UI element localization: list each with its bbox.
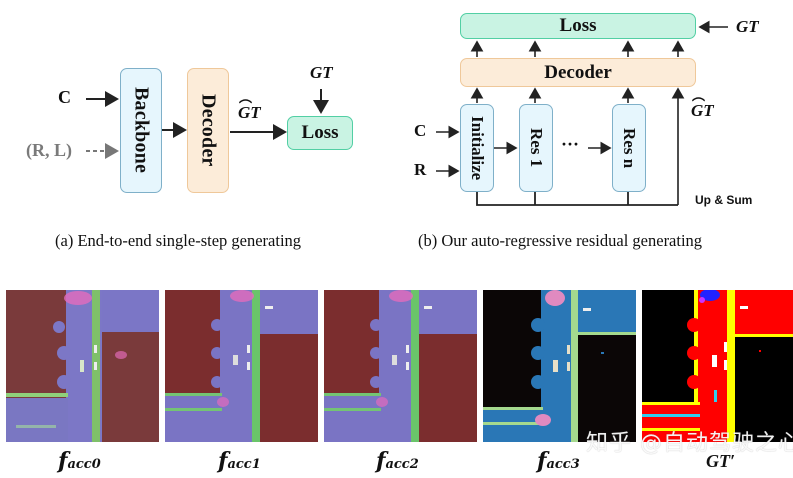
loss-bar-label: Loss xyxy=(559,15,597,36)
result-image-acc0 xyxy=(6,290,159,442)
input-c-label-b: C xyxy=(414,121,427,140)
label-acc1-main: f xyxy=(218,448,228,474)
label-acc0-main: f xyxy=(58,448,68,474)
decoder-block: Decoder xyxy=(187,68,229,193)
gt-label: GT xyxy=(310,63,333,82)
loss-bar: Loss xyxy=(460,13,696,39)
label-acc0-sub: acc0 xyxy=(67,457,101,472)
up-sum-label: Up & Sum xyxy=(695,193,753,207)
backbone-block: Backbone xyxy=(120,68,162,193)
loss-label: Loss xyxy=(301,122,339,143)
gt-hat-text: GT xyxy=(238,103,261,122)
label-acc1-sub: acc1 xyxy=(227,457,261,472)
result-image-acc2 xyxy=(324,290,477,442)
caption-b: (b) Our auto-regressive residual generat… xyxy=(418,231,703,250)
label-acc0: facc0 xyxy=(58,448,101,474)
label-acc3: facc3 xyxy=(537,448,580,474)
result-image-gt xyxy=(642,290,793,442)
label-gt: GT′ xyxy=(706,451,735,472)
label-acc2-sub: acc2 xyxy=(385,457,419,472)
label-acc1: facc1 xyxy=(218,448,261,474)
caption-a: (a) End-to-end single-step generating xyxy=(55,231,302,250)
input-r-label-b: R xyxy=(414,160,427,179)
ellipsis: ··· xyxy=(561,134,580,154)
res1-label: Res 1 xyxy=(527,128,546,168)
decoder-bar-label: Decoder xyxy=(544,61,612,83)
gt-hat-label: ⌒ GT xyxy=(238,99,261,123)
resn-label: Res n xyxy=(620,127,639,169)
result-image-acc1 xyxy=(165,290,318,442)
initialize-block: Initialize xyxy=(460,104,494,192)
up-sum-bus xyxy=(476,192,678,206)
gt-hat-text-b: GT xyxy=(691,101,714,120)
input-c-label: C xyxy=(58,87,71,107)
gt-hat-label-b: ⌒ GT xyxy=(691,97,714,121)
hat-accent-b: ⌒ xyxy=(692,97,706,112)
backbone-label: Backbone xyxy=(130,87,153,174)
label-acc2: facc2 xyxy=(376,448,419,474)
input-rl-label: (R, L) xyxy=(26,140,72,160)
result-image-acc3 xyxy=(483,290,636,442)
decoder-bar: Decoder xyxy=(460,58,696,87)
label-acc2-main: f xyxy=(376,448,386,474)
loss-block: Loss xyxy=(287,116,353,150)
hat-accent: ⌒ xyxy=(239,99,253,114)
decoder-label: Decoder xyxy=(197,94,220,167)
label-gt-main: GT′ xyxy=(706,451,736,471)
initialize-label: Initialize xyxy=(468,115,487,181)
resn-block: Res n xyxy=(612,104,646,192)
res1-block: Res 1 xyxy=(519,104,553,192)
watermark: 知乎 @自动驾驶之心 xyxy=(586,431,793,456)
label-acc3-main: f xyxy=(537,448,547,474)
label-acc3-sub: acc3 xyxy=(546,457,580,472)
gt-label-b: GT xyxy=(736,17,759,36)
